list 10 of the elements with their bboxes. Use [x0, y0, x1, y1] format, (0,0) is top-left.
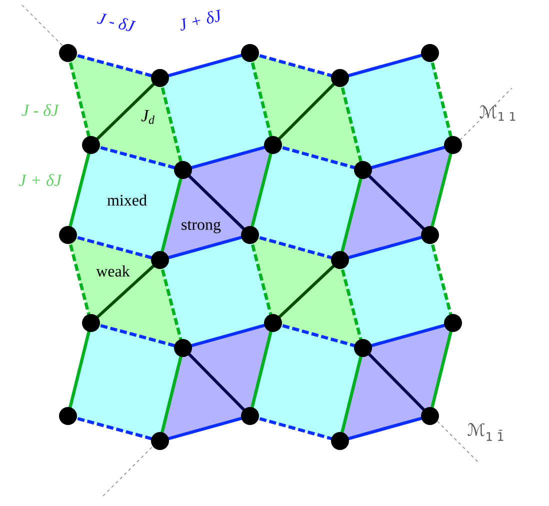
- plaquette-label: strong: [182, 220, 221, 234]
- bond-label: J - δJ: [96, 13, 136, 32]
- plaquette-label: weak: [96, 265, 130, 277]
- plaquette-label: mixed: [107, 194, 147, 206]
- mirror-label: ℳ$_{1 1̄}$: [468, 423, 504, 441]
- mirror-label: ℳ$_{1 1}$: [480, 105, 516, 121]
- bond-label: J - δJ: [22, 104, 60, 116]
- bond-label: J + δJ: [180, 10, 220, 31]
- bond-label: J$_{d}$: [141, 110, 155, 124]
- bond-label: J + δJ: [18, 174, 62, 186]
